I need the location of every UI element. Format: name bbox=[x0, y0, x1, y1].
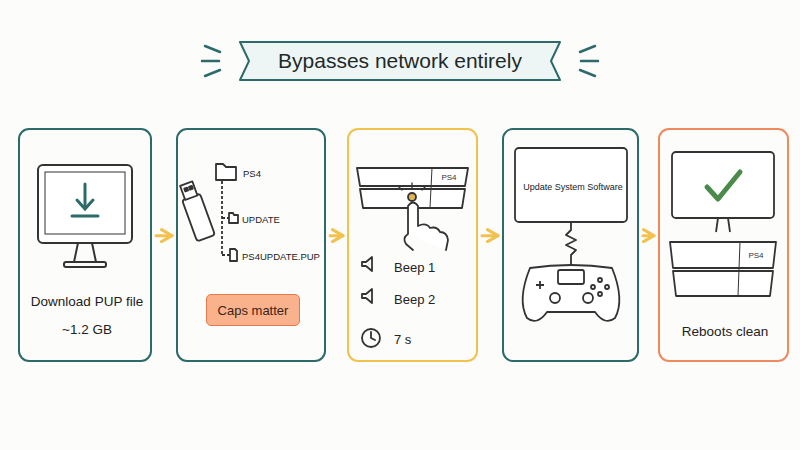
beep-label: Beep 2 bbox=[394, 292, 435, 308]
tv-and-controller bbox=[515, 148, 627, 321]
note-text: Caps matter bbox=[218, 303, 289, 318]
step-label: Download PUP file bbox=[31, 294, 143, 310]
step-panel: Beep 1 Beep 2 7 s bbox=[347, 128, 478, 362]
screen-menu: Update System Software bbox=[523, 182, 623, 193]
flow-arrow bbox=[330, 234, 343, 237]
note-box: Caps matter bbox=[206, 294, 301, 326]
flow-arrow bbox=[643, 234, 654, 237]
download-monitor bbox=[38, 165, 132, 267]
flow-arrow bbox=[482, 234, 498, 237]
beep-label: Beep 1 bbox=[394, 260, 435, 276]
step-panel: Update System Software bbox=[502, 128, 639, 362]
console-logo: PS4 bbox=[441, 173, 456, 182]
folder-name: UPDATE bbox=[242, 214, 280, 225]
step-panel: PS4UPDATE PS4UPDATE.PUP Caps matter bbox=[176, 128, 326, 362]
usb-and-folder-tree bbox=[177, 164, 238, 261]
banner-title: Bypasses network entirely bbox=[0, 42, 800, 80]
file-name: PS4UPDATE.PUP bbox=[242, 251, 320, 262]
step-panel: Reboots clean bbox=[658, 128, 789, 362]
folder-name: PS4 bbox=[243, 168, 261, 179]
console-power bbox=[357, 168, 468, 347]
flow-arrow bbox=[156, 234, 172, 237]
reboot-monitor-console bbox=[670, 152, 776, 296]
hold-time: 7 s bbox=[394, 332, 411, 348]
console-logo: PS4 bbox=[748, 251, 763, 260]
step-label: Reboots clean bbox=[682, 324, 768, 340]
step-panel: Download PUP file ~1.2 GB bbox=[18, 128, 152, 362]
file-size: ~1.2 GB bbox=[62, 322, 112, 338]
